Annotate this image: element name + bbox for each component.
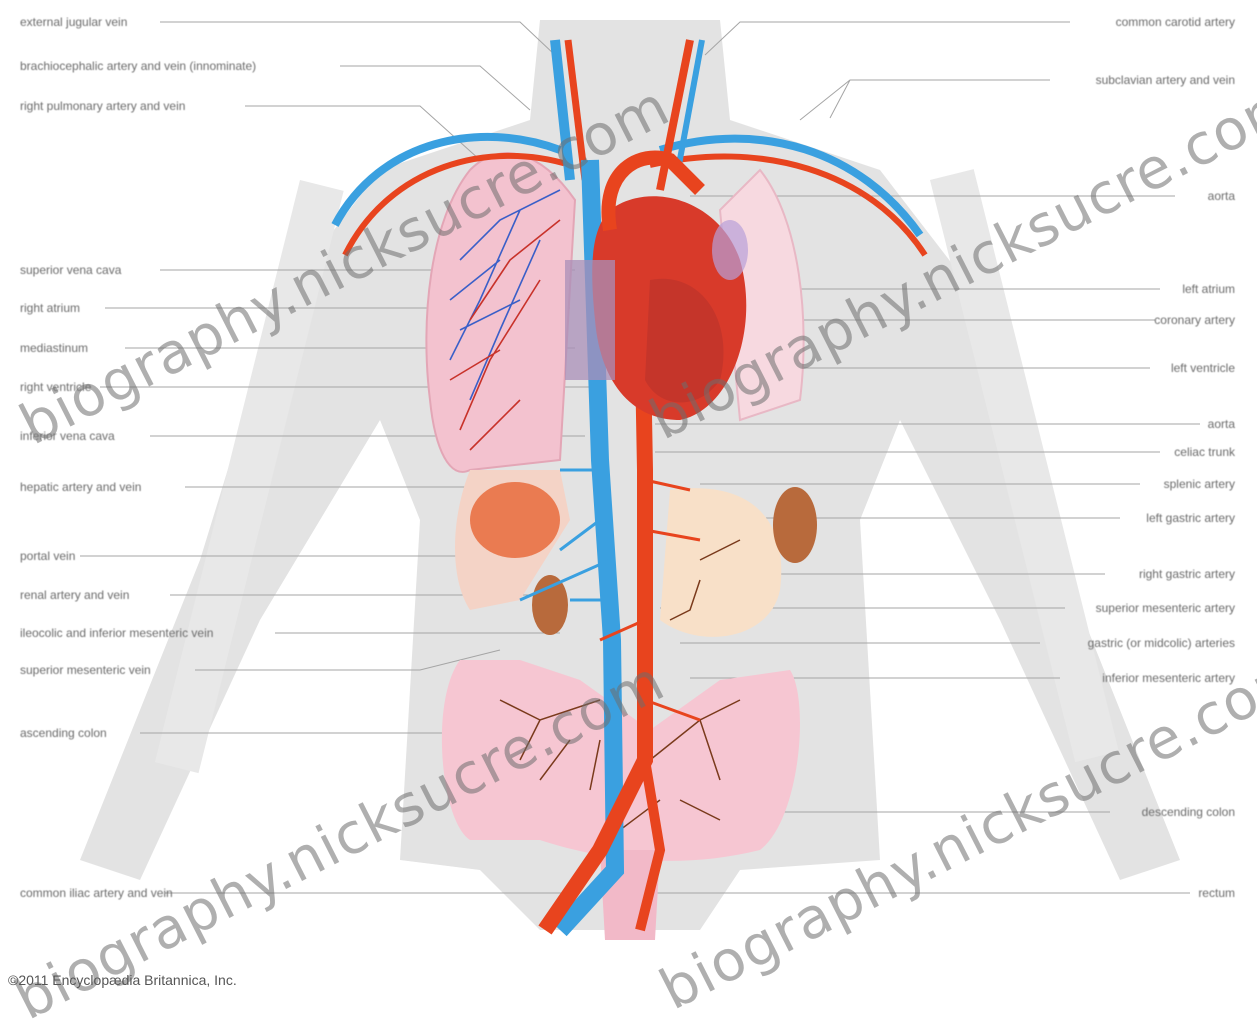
label-common-carotid: common carotid artery	[1116, 15, 1235, 29]
label-aorta: aorta	[1208, 417, 1235, 431]
label-ileocolic: ileocolic and inferior mesenteric vein	[20, 626, 213, 640]
label-brachiocephalic: brachiocephalic artery and vein (innomin…	[20, 59, 256, 73]
label-splenic-artery: splenic artery	[1164, 477, 1235, 491]
label-left-ventricle: left ventricle	[1171, 361, 1235, 375]
label-rectum: rectum	[1198, 886, 1235, 900]
label-superior-mesenteric-artery: superior mesenteric artery	[1096, 601, 1235, 615]
circulatory-diagram: external jugular vein brachiocephalic ar…	[0, 0, 1257, 993]
label-left-gastric: left gastric artery	[1146, 511, 1235, 525]
copyright-notice: ©2011 Encyclopædia Britannica, Inc.	[8, 972, 237, 988]
spleen	[773, 487, 817, 563]
label-aorta-arch: aorta	[1208, 189, 1235, 203]
label-coronary-artery: coronary artery	[1154, 313, 1235, 327]
right-atrium	[565, 260, 615, 380]
label-mediastinum: mediastinum	[20, 341, 88, 355]
label-renal: renal artery and vein	[20, 588, 129, 602]
label-portal-vein: portal vein	[20, 549, 75, 563]
label-subclavian: subclavian artery and vein	[1096, 73, 1235, 87]
label-descending-colon: descending colon	[1142, 805, 1235, 819]
label-external-jugular-vein: external jugular vein	[20, 15, 127, 29]
label-common-iliac: common iliac artery and vein	[20, 886, 173, 900]
liver-lobule	[470, 482, 560, 558]
label-right-gastric: right gastric artery	[1139, 567, 1235, 581]
label-left-atrium: left atrium	[1182, 282, 1235, 296]
label-gastric-midcolic: gastric (or midcolic) arteries	[1088, 636, 1235, 650]
label-superior-mesenteric-vein: superior mesenteric vein	[20, 663, 151, 677]
label-right-atrium: right atrium	[20, 301, 80, 315]
label-hepatic: hepatic artery and vein	[20, 480, 141, 494]
label-right-pulmonary: right pulmonary artery and vein	[20, 99, 185, 113]
left-atrium	[712, 220, 748, 280]
label-celiac-trunk: celiac trunk	[1174, 445, 1235, 459]
label-ascending-colon: ascending colon	[20, 726, 107, 740]
label-superior-vena-cava: superior vena cava	[20, 263, 121, 277]
kidney	[532, 575, 568, 635]
